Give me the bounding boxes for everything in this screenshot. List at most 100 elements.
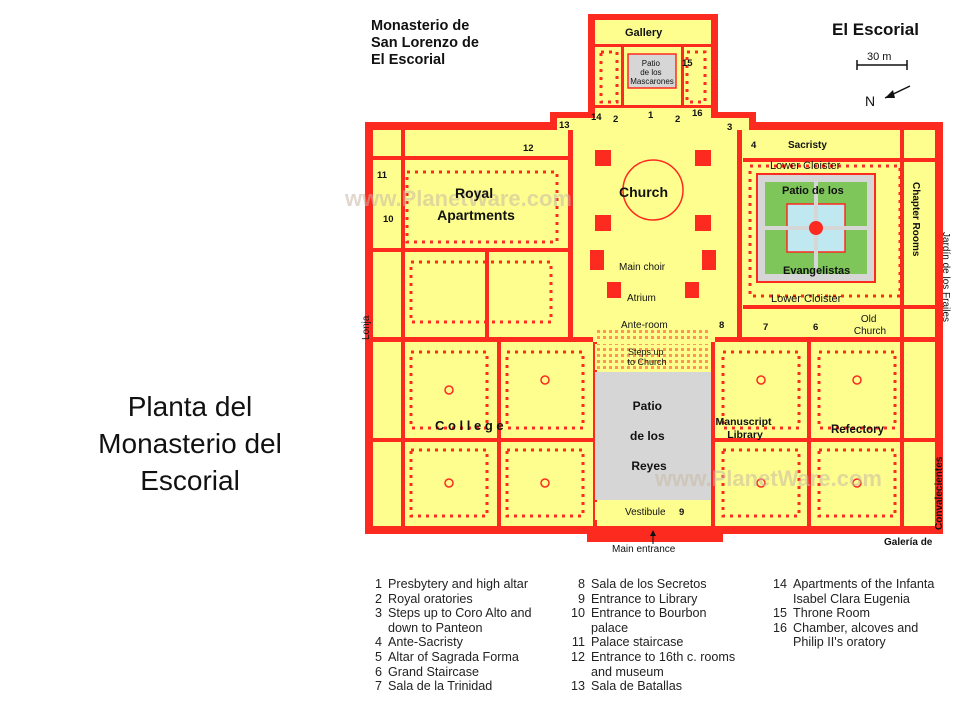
- label-main-choir: Main choir: [619, 262, 666, 273]
- caption-line: Escorial: [140, 465, 240, 496]
- legend-number: 3: [374, 606, 382, 621]
- number-markers: 15 14 2 1 2 16 13 3 4 12 11 10 8 7 6 9: [377, 58, 818, 518]
- marker-2: 2: [675, 114, 680, 125]
- label-church: Church: [619, 184, 668, 200]
- label-manuscript-library: Manuscript Library: [716, 416, 775, 441]
- legend-item: 10 Entrance to Bourbon palace: [569, 606, 735, 635]
- label-convalecientes: Convalecientes: [934, 456, 945, 530]
- legend-number: 13: [570, 679, 585, 694]
- legend-number: 5: [374, 649, 382, 664]
- legend-text: Sala de los Secretos: [591, 577, 707, 591]
- brand-title: El Escorial: [832, 20, 919, 39]
- marker-1: 1: [648, 110, 654, 121]
- legend-text: Sala de Batallas: [591, 679, 683, 694]
- scale-bar: 30 m: [856, 51, 908, 70]
- legend-text: Sala de la Trinidad: [388, 679, 493, 694]
- marker-6: 6: [813, 322, 818, 333]
- court-centres: [444, 375, 862, 488]
- patio-evangelistas: [756, 173, 876, 283]
- caption-line: Planta del: [127, 391, 253, 422]
- caption-line: Monasterio del: [98, 428, 282, 459]
- floor-plan: www.PlanetWare.com www.PlanetWare.com Mo…: [345, 14, 951, 555]
- marker-10: 10: [383, 214, 394, 225]
- legend-item: 13 Sala de Batallas: [569, 679, 735, 694]
- legend-column: 8 Sala de los Secretos 9 Entrance to Librar…: [569, 577, 735, 694]
- marker-9: 9: [679, 507, 684, 518]
- legend-text: Altar of Sagrada Forma: [388, 649, 519, 664]
- label-patio-evangelistas: Patio de los: [782, 185, 844, 197]
- legend-text: Apartments of the Infanta Isabel Clara E…: [793, 577, 935, 606]
- steps-up: [595, 344, 711, 370]
- marker-7: 7: [763, 322, 768, 333]
- label-steps-up: Steps up to Church: [627, 347, 666, 367]
- legend-text: Grand Staircase: [388, 664, 479, 679]
- entrance-marker: [650, 530, 656, 544]
- legend-item: 5 Altar of Sagrada Forma: [366, 650, 532, 665]
- vestibule-area: [595, 502, 711, 520]
- north-label: N: [865, 93, 875, 109]
- marker-12: 12: [523, 143, 534, 154]
- label-atrium: Atrium: [627, 293, 656, 304]
- label-gallery: Gallery: [625, 27, 663, 39]
- legend-number: 14: [772, 577, 787, 591]
- legend-item: 9 Entrance to Library: [569, 592, 735, 607]
- label-patio-reyes: Patio de los Reyes: [630, 399, 668, 473]
- legend-item: 6 Grand Staircase: [366, 665, 532, 680]
- label-lower-cloister: Lower Cloister: [771, 293, 842, 305]
- legend-text: Chamber, alcoves and Philip II's oratory: [793, 620, 919, 650]
- legend-item: 16 Chamber, alcoves and Philip II's orato…: [771, 621, 934, 650]
- marker-15: 15: [682, 58, 693, 69]
- legend-number: 4: [374, 635, 382, 650]
- label-sacristy: Sacristy: [788, 140, 827, 151]
- label-lonja: Lonja: [361, 315, 372, 340]
- label-main-entrance: Main entrance: [612, 544, 676, 555]
- watermark: www.PlanetWare.com: [654, 466, 882, 491]
- legend-number: 6: [374, 664, 382, 679]
- marker-13: 13: [559, 120, 570, 131]
- label-old-church: Old Church: [854, 314, 886, 337]
- legend-text: Royal oratories: [388, 591, 473, 606]
- legend-number: 16: [772, 620, 787, 635]
- marker-4: 4: [751, 140, 757, 151]
- church: [590, 150, 716, 340]
- legend-text: Presbytery and high altar: [388, 577, 529, 591]
- legend-item: 2 Royal oratories: [366, 592, 532, 607]
- legend-number: 1: [374, 577, 382, 591]
- legend-number: 11: [571, 635, 585, 650]
- legend-number: 9: [577, 591, 585, 606]
- patio-mascarones: [627, 53, 677, 89]
- slide-caption: Planta del Monasterio del Escorial: [60, 388, 320, 499]
- label-refectory: Refectory: [831, 424, 885, 436]
- scale-label: 30 m: [867, 51, 891, 63]
- colonnades: [405, 50, 902, 518]
- legend-item: 1 Presbytery and high altar: [366, 577, 532, 592]
- plan-title: Monasterio de San Lorenzo de El Escorial: [371, 18, 483, 68]
- marker-3: 3: [727, 122, 732, 133]
- marker-8: 8: [719, 320, 724, 331]
- legend-text: Ante-Sacristy: [388, 635, 463, 650]
- legend-number: 8: [577, 577, 585, 591]
- legend-number: 15: [772, 606, 787, 621]
- watermark: www.PlanetWare.com: [345, 186, 572, 211]
- label-patio-mascarones: Patio de los Mascarones: [630, 59, 674, 86]
- legend-number: 2: [374, 591, 382, 606]
- label-ante-room: Ante-room: [621, 320, 668, 331]
- legend-text: Entrance to Library: [591, 591, 698, 606]
- label-galeria: Galería de: [884, 537, 933, 548]
- legend-text: Entrance to 16th c. rooms and museum: [591, 649, 736, 679]
- legend-column: 1 Presbytery and high altar 2 Royal oratori…: [366, 577, 532, 694]
- legend-item: 8 Sala de los Secretos: [569, 577, 735, 592]
- marker-2: 2: [613, 114, 618, 125]
- label-jardin: Jardín de los Frailes: [940, 232, 951, 322]
- legend-number: 10: [570, 606, 585, 621]
- legend-text: Entrance to Bourbon palace: [591, 606, 707, 635]
- legend-item: 14 Apartments of the Infanta Isabel Clara…: [771, 577, 934, 606]
- label-lower-cloister: Lower Cloister: [770, 160, 841, 172]
- marker-16: 16: [692, 108, 703, 119]
- plan-legend: 1 Presbytery and high altar 2 Royal oratori…: [366, 577, 956, 717]
